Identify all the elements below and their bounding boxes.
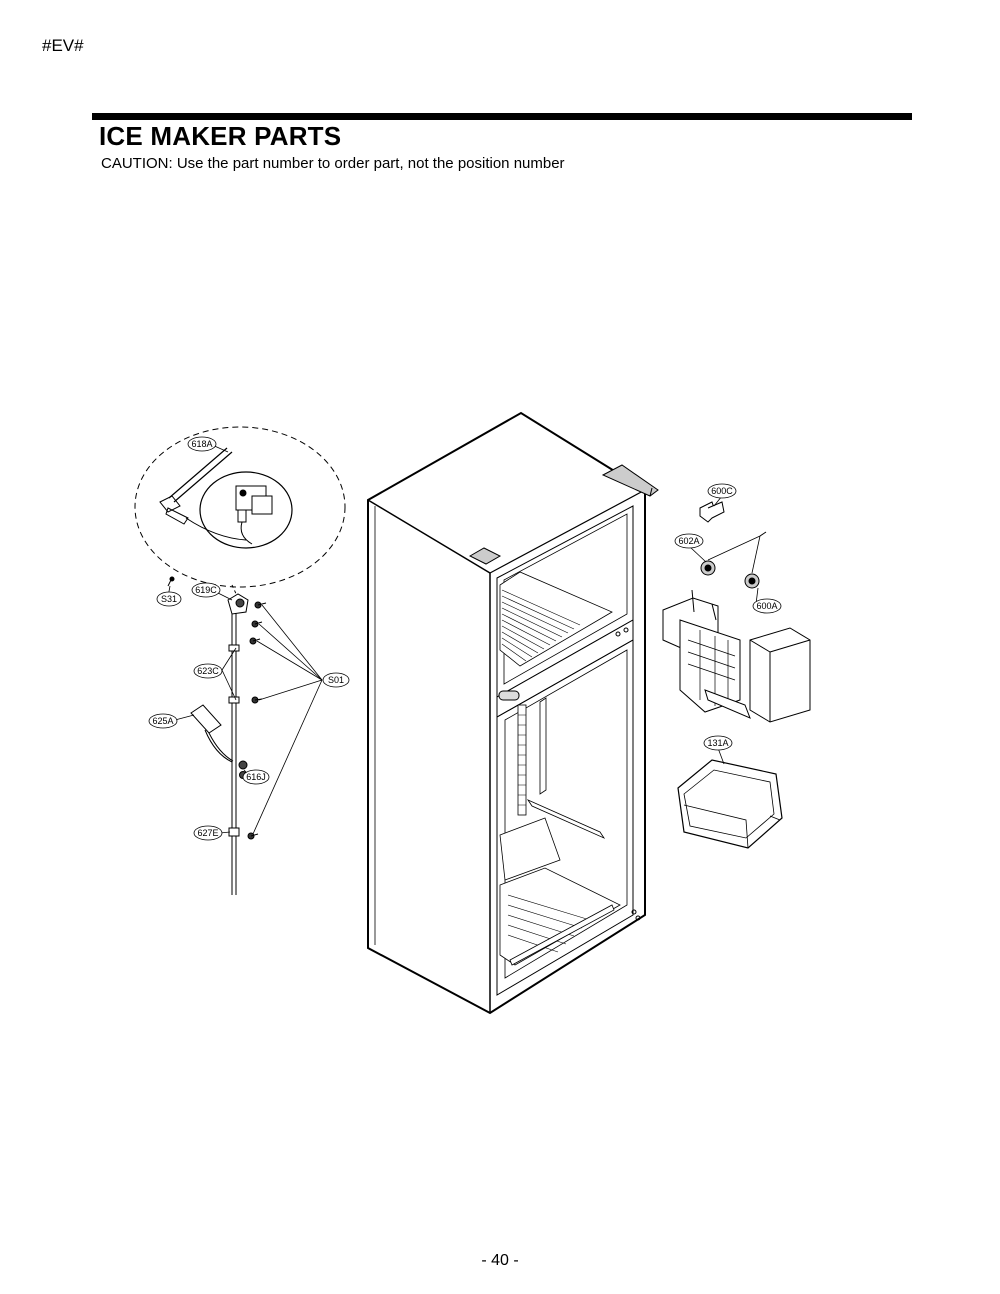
water-valve-detail <box>134 426 346 588</box>
screws-s01 <box>247 601 267 840</box>
callout-label: 600A <box>756 601 777 611</box>
callout-label: 619C <box>195 585 217 595</box>
callout-label: 618A <box>191 439 212 449</box>
callout-label: 627E <box>197 828 218 838</box>
callout-label: 623C <box>197 666 219 676</box>
callout-618A: 618A <box>187 436 217 452</box>
callout-label: 602A <box>678 536 699 546</box>
callout-label: 616J <box>246 772 266 782</box>
callout-label: 131A <box>707 738 728 748</box>
callout-label: 600C <box>711 486 733 496</box>
callout-S01: S01 <box>322 672 350 688</box>
callout-label: S31 <box>161 594 177 604</box>
header-code: #EV# <box>42 36 84 55</box>
callout-619C: 619C <box>191 582 221 598</box>
page-title: ICE MAKER PARTS <box>99 121 342 151</box>
callout-616J: 616J <box>242 769 270 785</box>
callout-600C: 600C <box>707 483 737 499</box>
ice-maker-parts <box>662 495 811 849</box>
callout-623C: 623C <box>193 663 223 679</box>
detail-bubble-outline <box>134 426 346 588</box>
callout-label: S01 <box>328 675 344 685</box>
page-number: - 40 - <box>481 1252 519 1269</box>
callout-131A: 131A <box>703 735 733 751</box>
water-line-assembly <box>167 576 249 895</box>
caution-note: CAUTION: Use the part number to order pa… <box>101 155 565 172</box>
callout-S31: S31 <box>156 591 182 607</box>
callout-602A: 602A <box>674 533 704 549</box>
refrigerator-cabinet <box>367 411 659 1015</box>
callout-label: 625A <box>152 716 173 726</box>
title-rule <box>92 113 912 120</box>
callout-625A: 625A <box>148 713 178 729</box>
callout-600A: 600A <box>752 598 782 614</box>
callout-627E: 627E <box>193 825 223 841</box>
